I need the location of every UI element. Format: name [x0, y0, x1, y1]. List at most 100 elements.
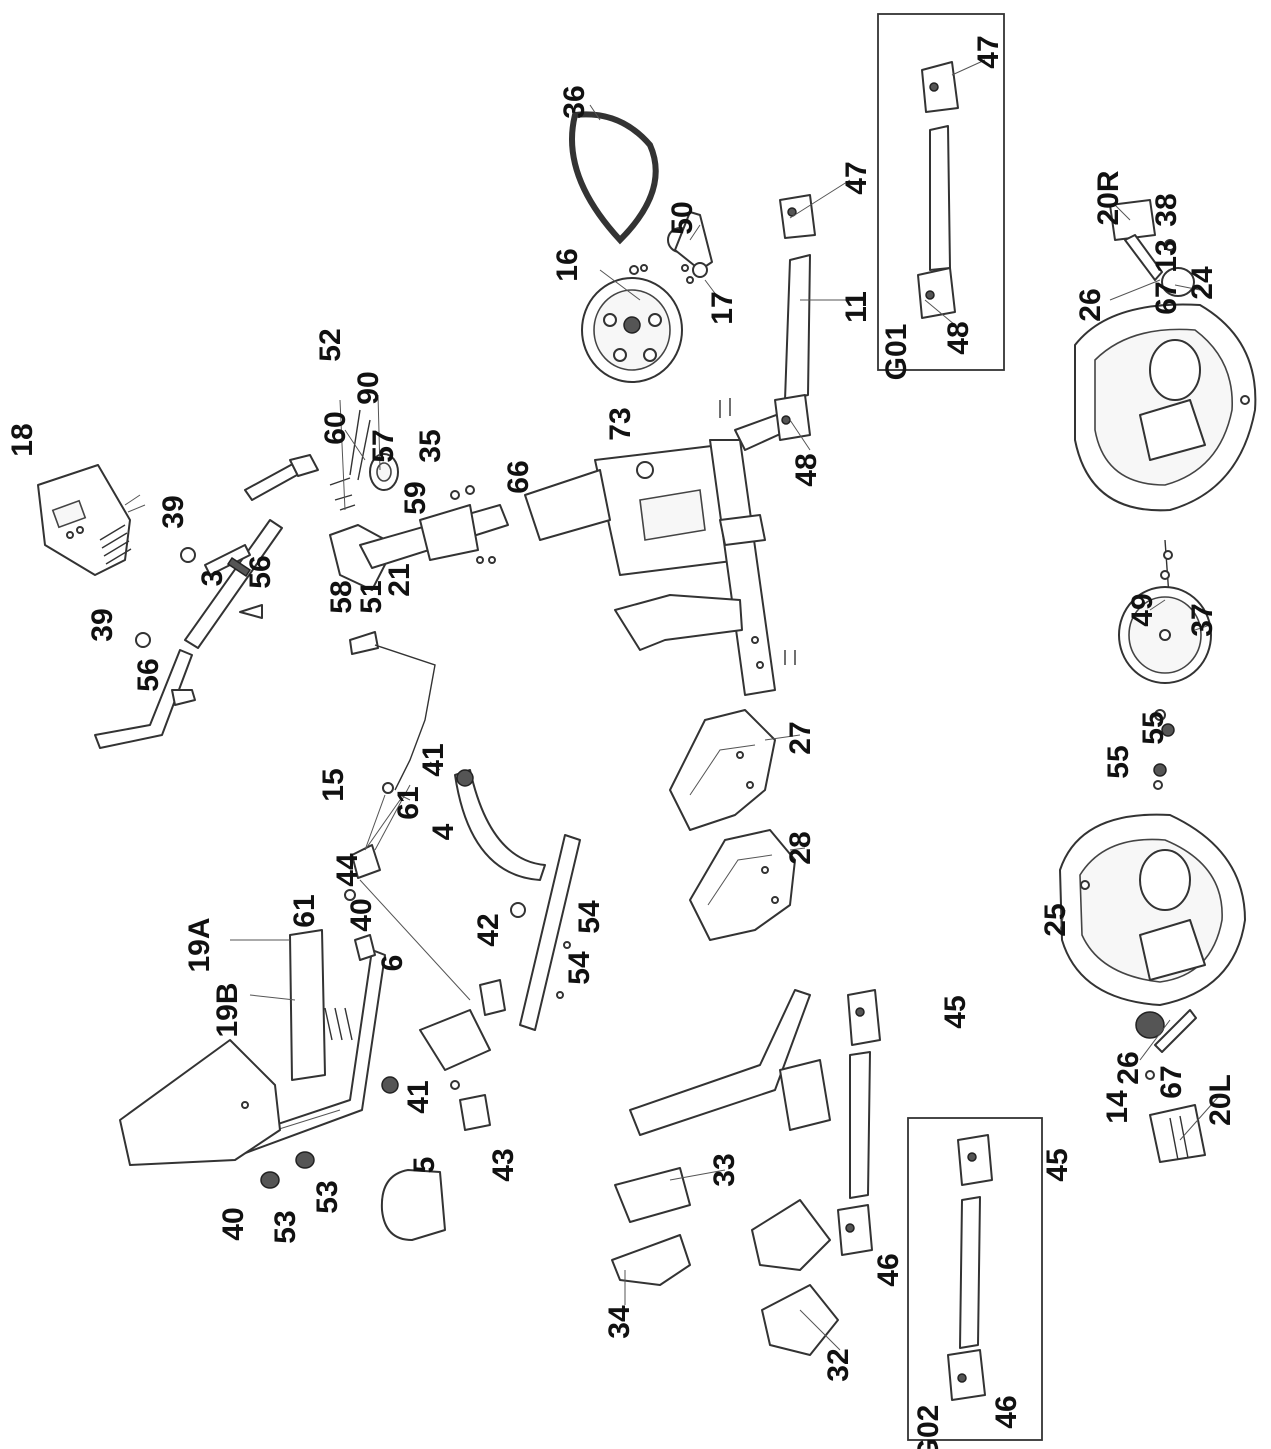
seat-cushion [119, 1039, 281, 1166]
g01-stabilizer [917, 61, 959, 319]
callout-c-53b: 53 [311, 1180, 344, 1213]
callout-c-34: 34 [603, 1305, 636, 1339]
callout-c-13: 13 [1150, 239, 1183, 272]
callout-c-11: 11 [840, 291, 873, 323]
callout-c-43: 43 [487, 1148, 520, 1181]
callout-c-20R: 20R [1092, 170, 1125, 225]
callout-c-21: 21 [383, 563, 416, 596]
callout-c-5: 5 [408, 1157, 441, 1174]
g02-stabilizer [947, 1134, 993, 1401]
rear-shroud-27 [669, 709, 776, 831]
callout-c-59: 59 [399, 481, 432, 514]
callout-c-39a: 39 [157, 495, 190, 528]
callout-c-47a: 47 [840, 161, 873, 194]
callout-c-48b: 48 [942, 321, 975, 354]
callout-c-35: 35 [414, 429, 447, 462]
console-display-unit [37, 464, 146, 576]
seat-knobs [260, 1151, 315, 1189]
callout-c-27: 27 [784, 721, 817, 754]
callout-c-46b: 46 [990, 1395, 1023, 1428]
callout-c-26a: 26 [1074, 288, 1107, 321]
callout-c-32: 32 [822, 1348, 855, 1381]
rear-shroud-28 [689, 829, 796, 941]
seat-rail [454, 769, 581, 1031]
shroud-34 [611, 1234, 691, 1286]
callout-c-46a: 46 [872, 1253, 905, 1286]
rear-stabilizer [837, 989, 881, 1256]
callout-c-54a: 54 [573, 900, 606, 934]
callout-c-73: 73 [604, 407, 637, 440]
callout-c-45b: 45 [1041, 1148, 1074, 1181]
leader-lines [230, 59, 1221, 1351]
callout-c-G01: G01 [880, 324, 913, 381]
callout-c-37: 37 [1186, 603, 1219, 636]
callout-c-15: 15 [317, 768, 350, 801]
callout-c-16: 16 [551, 248, 584, 281]
front-stabilizer [774, 194, 816, 441]
callout-c-24: 24 [1186, 266, 1219, 300]
main-frame [524, 398, 801, 696]
g01-callout-box [877, 13, 1005, 371]
callout-c-4: 4 [427, 823, 460, 840]
right-crank-pedal [1109, 199, 1195, 297]
flywheel [581, 264, 683, 383]
callout-c-53a: 53 [269, 1210, 302, 1243]
callout-c-48a: 48 [790, 453, 823, 486]
callout-c-54b: 54 [563, 951, 596, 985]
left-cover [1059, 813, 1246, 1006]
callout-c-17: 17 [706, 291, 739, 324]
callout-c-90: 90 [352, 371, 385, 404]
drive-pulley [1118, 539, 1212, 790]
callout-c-6: 6 [376, 955, 409, 972]
seat-handle-5 [380, 1169, 446, 1241]
callout-c-61a: 61 [392, 786, 425, 819]
callout-c-55b: 55 [1102, 745, 1135, 778]
callout-c-57: 57 [367, 429, 400, 462]
callout-c-41b: 41 [402, 1080, 435, 1113]
callout-c-36: 36 [558, 85, 591, 118]
callout-c-44: 44 [331, 853, 364, 887]
callout-c-45a: 45 [939, 995, 972, 1028]
belt [569, 111, 659, 245]
callout-c-19A: 19A [183, 917, 216, 972]
callout-c-19B: 19B [211, 982, 244, 1037]
callout-c-G02: G02 [912, 1405, 945, 1449]
callout-c-51: 51 [355, 580, 388, 613]
shroud-33 [614, 1167, 691, 1223]
callout-c-20L: 20L [1204, 1074, 1237, 1126]
rear-frame-leg [629, 989, 831, 1136]
callout-c-50: 50 [666, 201, 699, 234]
callout-c-28: 28 [784, 831, 817, 864]
callout-c-41a: 41 [417, 743, 450, 776]
callout-c-38: 38 [1150, 193, 1183, 226]
backrest-pad [289, 929, 353, 1081]
callout-c-14: 14 [1101, 1090, 1134, 1124]
callout-c-60: 60 [319, 411, 352, 444]
callout-c-3: 3 [196, 570, 229, 587]
callout-c-67a: 67 [1150, 281, 1183, 314]
callout-c-18: 18 [6, 423, 39, 456]
callout-c-42: 42 [472, 913, 505, 946]
callout-c-66: 66 [502, 460, 535, 493]
front-post-tension-assembly [329, 409, 509, 791]
shroud-32 [751, 1199, 839, 1356]
callout-c-67b: 67 [1155, 1065, 1188, 1098]
callout-c-56a: 56 [244, 555, 277, 588]
callout-c-33: 33 [708, 1153, 741, 1186]
callout-c-39b: 39 [86, 608, 119, 641]
idler-bracket [667, 211, 713, 284]
left-crank-pedal [1135, 1009, 1206, 1163]
seat-carriage [381, 979, 506, 1131]
g02-callout-box [907, 1117, 1043, 1441]
callout-c-61b: 61 [288, 894, 321, 927]
callout-c-58: 58 [325, 580, 358, 613]
callout-c-47b: 47 [972, 35, 1005, 68]
callout-c-52: 52 [314, 328, 347, 361]
right-cover [1074, 303, 1257, 512]
callout-c-40a: 40 [345, 898, 378, 931]
callout-c-26b: 26 [1112, 1051, 1145, 1084]
callout-c-25: 25 [1039, 903, 1072, 936]
callout-c-40b: 40 [217, 1207, 250, 1240]
